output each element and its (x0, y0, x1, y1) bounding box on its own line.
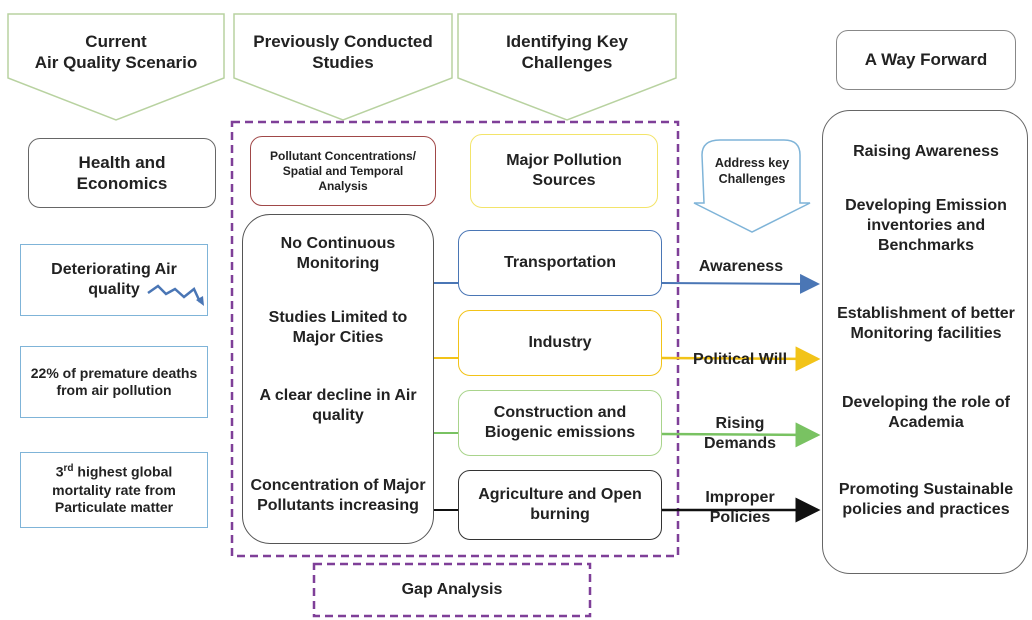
studies-header-box: Pollutant Concentrations/ Spatial and Te… (250, 136, 436, 206)
address-challenges-label: Address key Challenges (706, 144, 798, 200)
studies-item-text-3: Concentration of Major Pollutants increa… (250, 477, 426, 514)
studies-box (242, 214, 434, 544)
way-forward-item: Developing Emission inventories and Benc… (830, 188, 1022, 264)
way-forward-item-text-3: Developing the role of Academia (841, 394, 1010, 431)
way-forward-item-text-2: Establishment of better Monitoring facil… (837, 305, 1015, 342)
studies-item: Concentration of Major Pollutants increa… (250, 456, 426, 536)
premature-deaths-text: 22% of premature deaths from air polluti… (30, 364, 198, 399)
mortality-text: 3rd highest global mortality rate from P… (29, 463, 199, 516)
previous-header-line1: Previously Conducted (253, 31, 433, 51)
arrow-label-demands: Rising Demands (690, 410, 790, 458)
awareness-arrow (661, 273, 820, 294)
arrow-label-political-text: Political Will (692, 351, 788, 368)
sources-header-text: Major Pollution Sources (506, 152, 622, 189)
address-arrow-shape (693, 139, 811, 233)
arrow-label-demands-text: Rising Demands (703, 415, 777, 452)
mortality-rest: highest global mortality rate from Parti… (52, 464, 176, 516)
gap-analysis-text: Gap Analysis (401, 581, 503, 598)
way-forward-item-text-1: Developing Emission inventories and Benc… (845, 197, 1007, 254)
current-header-line1: Current (85, 31, 147, 51)
identify-header: Identifying Key Challenges (458, 22, 676, 82)
source-construction-text: Construction and Biogenic emissions (484, 404, 636, 441)
health-economics-box: Health and Economics (28, 138, 216, 208)
address-challenges-text: Address key Challenges (714, 156, 790, 186)
current-header: Current Air Quality Scenario (8, 22, 224, 82)
studies-item: Studies Limited to Major Cities (250, 302, 426, 354)
studies-item: A clear decline in Air quality (250, 380, 426, 432)
arrow-label-political: Political Will (690, 336, 790, 384)
source-industry-box: Industry (458, 310, 662, 376)
gap-container (230, 120, 680, 558)
way-forward-item: Developing the role of Academia (830, 386, 1022, 440)
way-forward-header: A Way Forward (836, 30, 1016, 90)
way-forward-item: Establishment of better Monitoring facil… (830, 286, 1022, 362)
health-economics-text: Health and Economics (76, 152, 168, 193)
way-forward-item: Raising Awareness (830, 138, 1022, 166)
way-forward-header-text: A Way Forward (864, 50, 988, 70)
sources-header-box: Major Pollution Sources (470, 134, 658, 208)
current-pentagon (7, 13, 225, 121)
identify-pentagon (457, 13, 677, 121)
source-industry-text: Industry (528, 334, 592, 351)
deteriorating-text: Deteriorating Air quality (51, 261, 177, 298)
way-forward-item-text-0: Raising Awareness (853, 143, 999, 160)
previous-header: Previously Conducted Studies (234, 22, 452, 82)
identify-header-line1: Identifying Key (506, 31, 628, 51)
arrow-label-awareness: Awareness (676, 254, 806, 280)
gap-analysis-label: Gap Analysis (316, 566, 588, 614)
previous-pentagon (233, 13, 453, 121)
way-forward-box (822, 110, 1028, 574)
source-transportation-box: Transportation (458, 230, 662, 296)
studies-item-text-0: No Continuous Monitoring (280, 235, 396, 272)
identify-header-line2: Challenges (521, 53, 613, 72)
studies-item-text-1: Studies Limited to Major Cities (268, 309, 408, 346)
source-construction-box: Construction and Biogenic emissions (458, 390, 662, 456)
current-header-line2: Air Quality Scenario (34, 53, 198, 72)
source-transportation-text: Transportation (503, 254, 616, 271)
arrow-label-policies: Improper Policies (690, 484, 790, 532)
studies-item-text-2: A clear decline in Air quality (259, 387, 417, 424)
demands-arrow (661, 422, 821, 448)
way-forward-item: Promoting Sustainable policies and pract… (830, 460, 1022, 540)
mortality-rank-number: 3 (55, 464, 64, 481)
arrow-label-policies-text: Improper Policies (705, 489, 775, 526)
way-forward-item-text-4: Promoting Sustainable policies and pract… (838, 481, 1014, 518)
mortality-box: 3rd highest global mortality rate from P… (20, 452, 208, 528)
political-arrow (661, 346, 821, 372)
source-agriculture-box: Agriculture and Open burning (458, 470, 662, 540)
mortality-rank-suffix: rd (63, 463, 74, 475)
studies-header-text: Pollutant Concentrations/ Spatial and Te… (269, 148, 416, 193)
deteriorating-box: Deteriorating Air quality (20, 244, 208, 316)
arrow-label-awareness-text: Awareness (698, 258, 784, 275)
gap-analysis-box (312, 562, 592, 618)
source-agriculture-text: Agriculture and Open burning (478, 486, 642, 523)
premature-deaths-box: 22% of premature deaths from air polluti… (20, 346, 208, 418)
studies-item: No Continuous Monitoring (250, 228, 426, 280)
previous-header-line2: Studies (312, 53, 374, 72)
